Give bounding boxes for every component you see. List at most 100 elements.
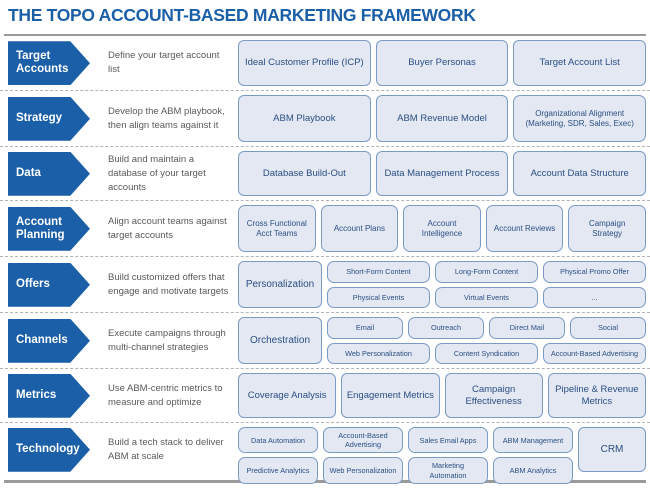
side-card-crm[interactable]: CRM (578, 427, 646, 473)
chevron-shape: Channels (8, 318, 90, 363)
card[interactable]: Buyer Personas (375, 40, 509, 87)
chevron-shape: Strategy (8, 96, 90, 141)
card[interactable]: Email (327, 317, 403, 339)
card[interactable]: ABM Management (493, 427, 573, 454)
sub-card-grid-channels: Email Outreach Direct Mail Social Web Pe… (327, 317, 646, 365)
chevron-shape: Target Accounts (8, 41, 90, 86)
card[interactable]: Physical Events (327, 286, 430, 309)
stage-label-text: Offers (16, 278, 50, 291)
sub-card-row-top: Email Outreach Direct Mail Social (327, 317, 646, 339)
card[interactable]: Target Account List (513, 40, 647, 87)
card[interactable]: Database Build-Out (238, 151, 371, 197)
card[interactable]: ABM Playbook (238, 95, 371, 143)
framework-row-technology: Technology Build a tech stack to deliver… (0, 422, 650, 484)
card[interactable]: ABM Revenue Model (375, 95, 509, 143)
card-group-target-accounts: Ideal Customer Profile (ICP) Buyer Perso… (238, 40, 647, 87)
stage-description-target-accounts: Define your target account list (108, 50, 220, 76)
page-title: THE TOPO ACCOUNT-BASED MARKETING FRAMEWO… (8, 5, 476, 25)
stage-label-data: Data (8, 151, 90, 196)
stage-description-account-planning: Align account teams against target accou… (108, 215, 227, 241)
framework-row-target-accounts: Target Accounts Define your target accou… (0, 36, 650, 90)
framework-row-account-planning: Account Planning Align account teams aga… (0, 200, 650, 256)
card[interactable]: Campaign Effectiveness (444, 373, 543, 419)
stage-label-text: Technology (16, 443, 80, 456)
chevron-shape: Metrics (8, 373, 90, 418)
stage-label-text: Strategy (16, 112, 63, 125)
card[interactable]: Content Syndication (435, 342, 538, 365)
card[interactable]: ABM Analytics (493, 457, 573, 484)
sub-card-row-top: Short-Form Content Long-Form Content Phy… (327, 261, 646, 283)
stage-label-offers: Offers (8, 261, 90, 308)
card[interactable]: Virtual Events (435, 286, 538, 309)
stage-description-metrics: Use ABM-centric metrics to measure and o… (108, 382, 223, 408)
framework-row-metrics: Metrics Use ABM-centric metrics to measu… (0, 368, 650, 422)
card[interactable]: Social (570, 317, 646, 339)
card[interactable]: Account-Based Advertising (543, 342, 646, 365)
card[interactable]: Organizational Alignment (Marketing, SDR… (513, 95, 647, 143)
card[interactable]: Campaign Strategy (568, 205, 646, 253)
card[interactable]: Direct Mail (489, 317, 565, 339)
card[interactable]: Sales Email Apps (408, 427, 488, 454)
stage-label-text: Data (16, 167, 41, 180)
card[interactable]: Data Management Process (375, 151, 509, 197)
card-group-data: Database Build-Out Data Management Proce… (238, 151, 647, 197)
stage-label-channels: Channels (8, 317, 90, 364)
framework-row-channels: Channels Execute campaigns through multi… (0, 312, 650, 368)
card[interactable]: Marketing Automation (408, 457, 488, 484)
card-group-technology: Data Automation Account-Based Advertisin… (238, 427, 646, 484)
card[interactable]: Account-Based Advertising (323, 427, 403, 454)
stage-label-text: Target Accounts (16, 50, 69, 76)
card[interactable]: ... (543, 286, 646, 309)
framework-row-strategy: Strategy Develop the ABM playbook, then … (0, 90, 650, 146)
sub-card-grid-offers: Short-Form Content Long-Form Content Phy… (327, 261, 646, 309)
sub-card-row-bottom: Predictive Analytics Web Personalization… (238, 457, 573, 484)
card[interactable]: Web Personalization (323, 457, 403, 484)
card-group-offers: Personalization Short-Form Content Long-… (238, 261, 646, 309)
stage-description-offers: Build customized offers that engage and … (108, 271, 229, 297)
card[interactable]: Data Automation (238, 427, 318, 454)
sub-card-row-bottom: Physical Events Virtual Events ... (327, 286, 646, 309)
card[interactable]: Outreach (408, 317, 484, 339)
sub-card-grid-technology: Data Automation Account-Based Advertisin… (238, 427, 573, 484)
stage-label-technology: Technology (8, 427, 90, 472)
card[interactable]: Account Plans (320, 205, 399, 253)
card-group-strategy: ABM Playbook ABM Revenue Model Organizat… (238, 95, 647, 143)
card[interactable]: Short-Form Content (327, 261, 430, 283)
chevron-shape: Account Planning (8, 206, 90, 251)
card[interactable]: Web Personalization (327, 342, 430, 365)
anchor-card-orchestration[interactable]: Orchestration (238, 317, 322, 365)
card[interactable]: Coverage Analysis (238, 373, 337, 419)
framework-row-offers: Offers Build customized offers that enga… (0, 256, 650, 312)
card[interactable]: Account Data Structure (513, 151, 647, 197)
chevron-shape: Offers (8, 262, 90, 307)
card[interactable]: Cross Functional Acct Teams (238, 205, 316, 253)
card[interactable]: Account Reviews (485, 205, 564, 253)
stage-label-strategy: Strategy (8, 95, 90, 142)
card[interactable]: Long-Form Content (435, 261, 538, 283)
stage-description-data: Build and maintain a database of your ta… (108, 154, 206, 193)
stage-label-text: Account Planning (16, 215, 65, 241)
card[interactable]: Account Intelligence (403, 205, 481, 253)
stage-label-account-planning: Account Planning (8, 205, 90, 252)
sub-card-row-top: Data Automation Account-Based Advertisin… (238, 427, 573, 454)
card-group-metrics: Coverage Analysis Engagement Metrics Cam… (238, 373, 646, 419)
framework-row-data: Data Build and maintain a database of yo… (0, 146, 650, 200)
stage-description-strategy: Develop the ABM playbook, then align tea… (108, 105, 225, 131)
stage-description-channels: Execute campaigns through multi-channel … (108, 327, 226, 353)
framework-rows: Target Accounts Define your target accou… (0, 36, 650, 484)
sub-card-row-bottom: Web Personalization Content Syndication … (327, 342, 646, 365)
card[interactable]: Physical Promo Offer (543, 261, 646, 283)
stage-label-target-accounts: Target Accounts (8, 40, 90, 86)
stage-label-text: Metrics (16, 389, 57, 402)
chevron-shape: Data (8, 151, 90, 196)
chevron-shape: Technology (8, 427, 90, 472)
card-group-account-planning: Cross Functional Acct Teams Account Plan… (238, 205, 646, 253)
stage-label-text: Channels (16, 334, 68, 347)
anchor-card-personalization[interactable]: Personalization (238, 261, 322, 309)
card[interactable]: Predictive Analytics (238, 457, 318, 484)
card[interactable]: Ideal Customer Profile (ICP) (238, 40, 371, 87)
card[interactable]: Engagement Metrics (341, 373, 440, 419)
card-group-channels: Orchestration Email Outreach Direct Mail… (238, 317, 646, 365)
card[interactable]: Pipeline & Revenue Metrics (547, 373, 646, 419)
